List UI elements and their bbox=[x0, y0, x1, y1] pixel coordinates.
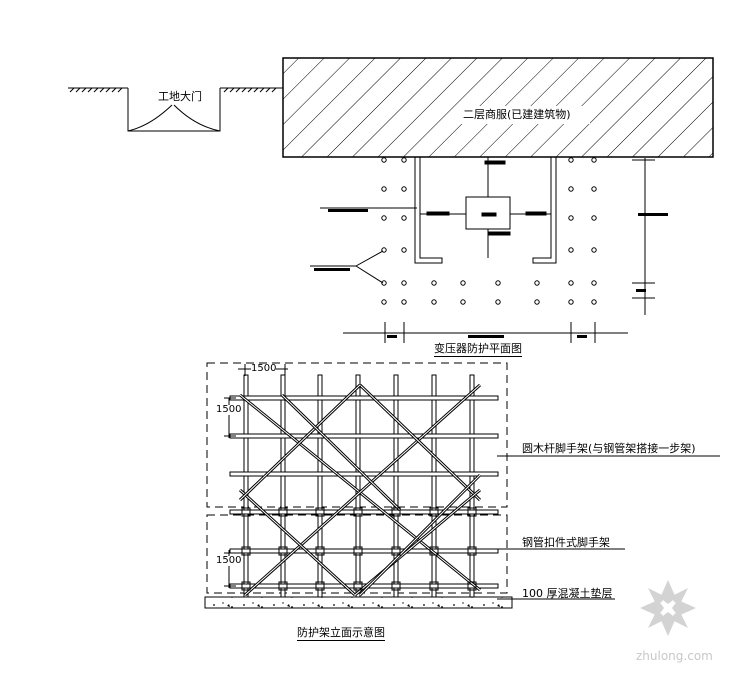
concrete-pad bbox=[204, 596, 513, 609]
site-gate-label: 工地大门 bbox=[158, 90, 202, 103]
dim-1500-vertical-bottom: 1500 bbox=[216, 555, 242, 566]
scaffold-pole-dot bbox=[591, 157, 597, 163]
scaffold-pole-dot bbox=[460, 299, 466, 305]
scaffold-clamp bbox=[353, 507, 363, 517]
scaffold-clamp bbox=[278, 546, 288, 556]
scaffold-clamp bbox=[315, 546, 325, 556]
scaffold-ledger bbox=[229, 395, 499, 401]
elevation-scaffold bbox=[229, 374, 499, 598]
scaffold-clamp bbox=[391, 546, 401, 556]
scaffold-pole-dot bbox=[431, 299, 437, 305]
building-label: 二层商服(已建建筑物) bbox=[463, 108, 571, 121]
scaffold-post bbox=[243, 374, 249, 598]
existing-building bbox=[282, 57, 714, 158]
scaffold-ledger bbox=[229, 433, 499, 439]
scaffold-clamp bbox=[429, 546, 439, 556]
scaffold-pole-dot bbox=[568, 280, 574, 286]
scaffold-pole-dot bbox=[381, 299, 387, 305]
wood-scaffold-label: 圆木杆脚手架(与钢管架搭接一步架) bbox=[522, 442, 696, 455]
scaffold-pole-dot bbox=[401, 299, 407, 305]
scaffold-post bbox=[431, 374, 437, 598]
scaffold-pole-dot bbox=[568, 186, 574, 192]
scaffold-pole-dot bbox=[534, 280, 540, 286]
scaffold-clamp bbox=[241, 581, 251, 591]
scaffold-pole-dot bbox=[568, 215, 574, 221]
watermark-text: zhulong.com bbox=[636, 649, 713, 663]
scaffold-clamp bbox=[315, 507, 325, 517]
scaffold-clamp bbox=[278, 507, 288, 517]
scaffold-pole-dot bbox=[568, 299, 574, 305]
scaffold-post bbox=[393, 374, 399, 598]
scaffold-clamp bbox=[278, 581, 288, 591]
scaffold-pole-dot bbox=[381, 186, 387, 192]
scaffold-clamp bbox=[467, 507, 477, 517]
scaffold-pole-dot bbox=[591, 215, 597, 221]
dim-1500-horizontal: 1500 bbox=[251, 363, 277, 374]
scaffold-brace bbox=[244, 384, 481, 596]
scaffold-clamp bbox=[315, 581, 325, 591]
scaffold-clamp bbox=[391, 507, 401, 517]
plan-leaders bbox=[310, 158, 668, 343]
scaffold-pole-dot bbox=[401, 157, 407, 163]
scaffold-clamp bbox=[467, 546, 477, 556]
scaffold-pole-dot bbox=[568, 247, 574, 253]
scaffold-pole-dot bbox=[381, 280, 387, 286]
scaffold-pole-dot bbox=[401, 215, 407, 221]
scaffold-brace bbox=[359, 474, 481, 596]
elevation-title: 防护架立面示意图 bbox=[297, 626, 385, 641]
transformer-enclosure bbox=[414, 157, 557, 264]
steel-scaffold-label: 钢管扣件式脚手架 bbox=[522, 536, 610, 549]
scaffold-clamp bbox=[241, 546, 251, 556]
scaffold-brace bbox=[239, 384, 361, 501]
scaffold-pole-dot bbox=[591, 186, 597, 192]
scaffold-brace bbox=[239, 489, 356, 596]
scaffold-pole-dot bbox=[460, 280, 466, 286]
scaffold-clamp bbox=[467, 581, 477, 591]
scaffold-ledger bbox=[229, 509, 499, 515]
scaffold-pole-dot bbox=[401, 186, 407, 192]
scaffold-pole-dot bbox=[591, 247, 597, 253]
scaffold-pole-dot bbox=[401, 247, 407, 253]
scaffold-clamp bbox=[429, 507, 439, 517]
scaffold-clamp bbox=[391, 581, 401, 591]
scaffold-pole-dot bbox=[591, 299, 597, 305]
scaffold-brace bbox=[359, 384, 481, 501]
scaffold-pole-dot bbox=[591, 280, 597, 286]
scaffold-clamp bbox=[353, 581, 363, 591]
zhulong-logo-icon bbox=[640, 580, 696, 636]
plan-scaffold-poles bbox=[381, 157, 597, 305]
scaffold-clamp bbox=[429, 581, 439, 591]
scaffold-pole-dot bbox=[401, 280, 407, 286]
concrete-pad-label: 100 厚混凝土垫层 bbox=[522, 587, 613, 600]
scaffold-pole-dot bbox=[431, 280, 437, 286]
scaffold-pole-dot bbox=[381, 215, 387, 221]
dim-1500-vertical-top: 1500 bbox=[216, 404, 242, 415]
plan-title: 变压器防护平面图 bbox=[434, 342, 522, 357]
scaffold-post bbox=[355, 374, 361, 598]
scaffold-clamp bbox=[241, 507, 251, 517]
scaffold-pole-dot bbox=[568, 157, 574, 163]
scaffold-pole-dot bbox=[495, 280, 501, 286]
scaffold-brace bbox=[281, 394, 401, 511]
scaffold-pole-dot bbox=[495, 299, 501, 305]
scaffold-clamp bbox=[353, 546, 363, 556]
site-gate bbox=[68, 87, 283, 132]
scaffold-pole-dot bbox=[381, 157, 387, 163]
scaffold-ledger bbox=[229, 548, 499, 554]
scaffold-pole-dot bbox=[534, 299, 540, 305]
